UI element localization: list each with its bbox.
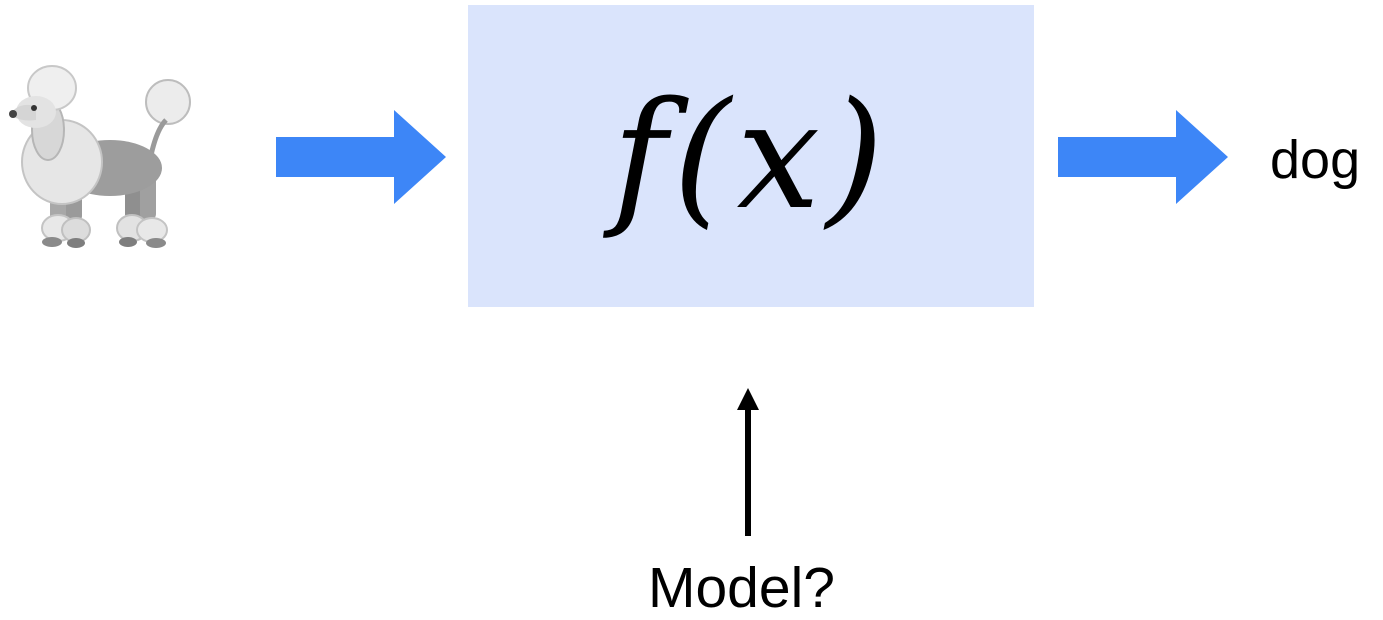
output-label: dog: [1270, 130, 1361, 190]
model-question-label: Model?: [648, 556, 835, 620]
function-label: f(x): [612, 70, 890, 242]
poodle-icon: [9, 65, 191, 248]
up-arrow: [737, 388, 759, 536]
function-box: f(x): [468, 5, 1034, 307]
output-arrow: [1058, 110, 1228, 204]
input-arrow: [276, 110, 446, 204]
